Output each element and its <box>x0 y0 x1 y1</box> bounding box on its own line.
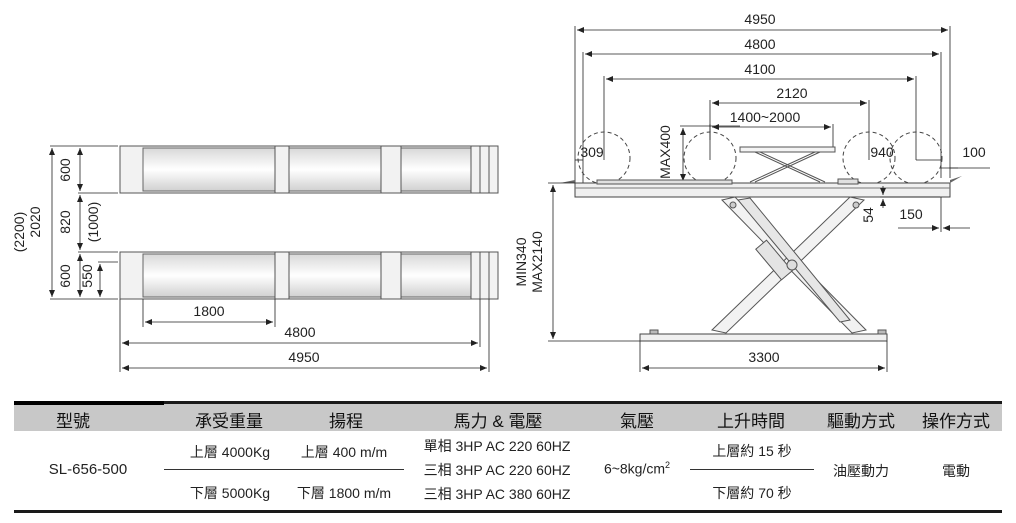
side-view: 4950 4800 4100 2120 1400~2000 309 940 10… <box>513 11 990 372</box>
technical-drawing: (2200) 2020 600 820 (1000) 600 550 1800 … <box>11 11 990 372</box>
load-lift-divider <box>164 469 404 470</box>
dim-1000: (1000) <box>85 202 101 242</box>
time-upper: 上層約 15 秒 <box>712 443 792 459</box>
header-load: 承受重量 <box>195 412 263 431</box>
header-operation: 操作方式 <box>922 412 990 431</box>
air-pressure-value: 6~8kg/cm <box>603 460 666 477</box>
load-upper: 上層 4000Kg <box>189 444 271 460</box>
dim-min340: MIN340 <box>513 237 529 286</box>
wheel-outlines <box>577 131 943 185</box>
dim-3300: 3300 <box>748 349 779 365</box>
lower-platform <box>119 251 499 300</box>
dim-100: 100 <box>962 144 986 160</box>
lift-upper: 上層 400 m/m <box>300 444 388 460</box>
upper-lift <box>739 146 836 183</box>
dim-2200: (2200) <box>11 212 27 252</box>
dim-1800: 1800 <box>193 303 224 319</box>
top-view: (2200) 2020 600 820 (1000) 600 550 1800 … <box>11 145 499 372</box>
power-line-3: 三相 3HP AC 380 60HZ <box>423 486 571 502</box>
dim-550: 550 <box>79 264 95 288</box>
operation-value: 電動 <box>942 463 970 479</box>
model-value: SL-656-500 <box>48 461 128 478</box>
power-line-2: 三相 3HP AC 220 60HZ <box>423 462 571 478</box>
dim-4800-top: 4800 <box>284 324 315 340</box>
scissor-arms <box>710 196 867 334</box>
dim-600-top: 600 <box>57 158 73 182</box>
dim-2120: 2120 <box>776 85 807 101</box>
dim-150: 150 <box>899 206 923 222</box>
time-divider <box>690 469 814 470</box>
header-drive: 驅動方式 <box>827 412 895 431</box>
power-line-1: 單相 3HP AC 220 60HZ <box>423 438 571 454</box>
dim-600-bottom: 600 <box>57 264 73 288</box>
drive-value: 油壓動力 <box>833 463 889 479</box>
air-pressure: 6~8kg/cm2 <box>596 460 678 477</box>
header-accent <box>14 401 164 405</box>
dim-max2140: MAX2140 <box>529 231 545 293</box>
dim-4950-side: 4950 <box>744 11 775 27</box>
dim-2020: 2020 <box>27 206 43 237</box>
base-frame <box>639 329 888 342</box>
table-top-rule <box>14 401 1002 404</box>
dim-54: 54 <box>860 207 876 223</box>
lift-lower: 下層 1800 m/m <box>296 485 392 501</box>
air-pressure-unit-sup: 2 <box>665 460 671 470</box>
header-lift: 揚程 <box>329 412 363 431</box>
time-lower: 下層約 70 秒 <box>712 485 792 501</box>
table-header-row <box>14 404 1002 431</box>
dim-4800-side: 4800 <box>744 36 775 52</box>
dim-940: 940 <box>870 144 894 160</box>
header-air: 氣壓 <box>620 412 654 431</box>
dim-1400-2000: 1400~2000 <box>730 109 801 125</box>
header-model: 型號 <box>56 412 90 431</box>
dim-max400: MAX400 <box>657 125 673 179</box>
header-time: 上升時間 <box>717 412 785 431</box>
header-power: 馬力 & 電壓 <box>453 412 543 431</box>
dim-820: 820 <box>57 210 73 234</box>
dim-309: 309 <box>580 144 604 160</box>
spec-table: 型號 承受重量 揚程 馬力 & 電壓 氣壓 上升時間 驅動方式 操作方式 SL-… <box>14 401 1002 513</box>
upper-platform <box>119 145 499 194</box>
table-bottom-rule <box>14 510 1002 513</box>
dim-4950-top: 4950 <box>288 349 319 365</box>
dim-4100: 4100 <box>744 61 775 77</box>
main-platform <box>560 176 962 198</box>
load-lower: 下層 5000Kg <box>189 485 271 501</box>
